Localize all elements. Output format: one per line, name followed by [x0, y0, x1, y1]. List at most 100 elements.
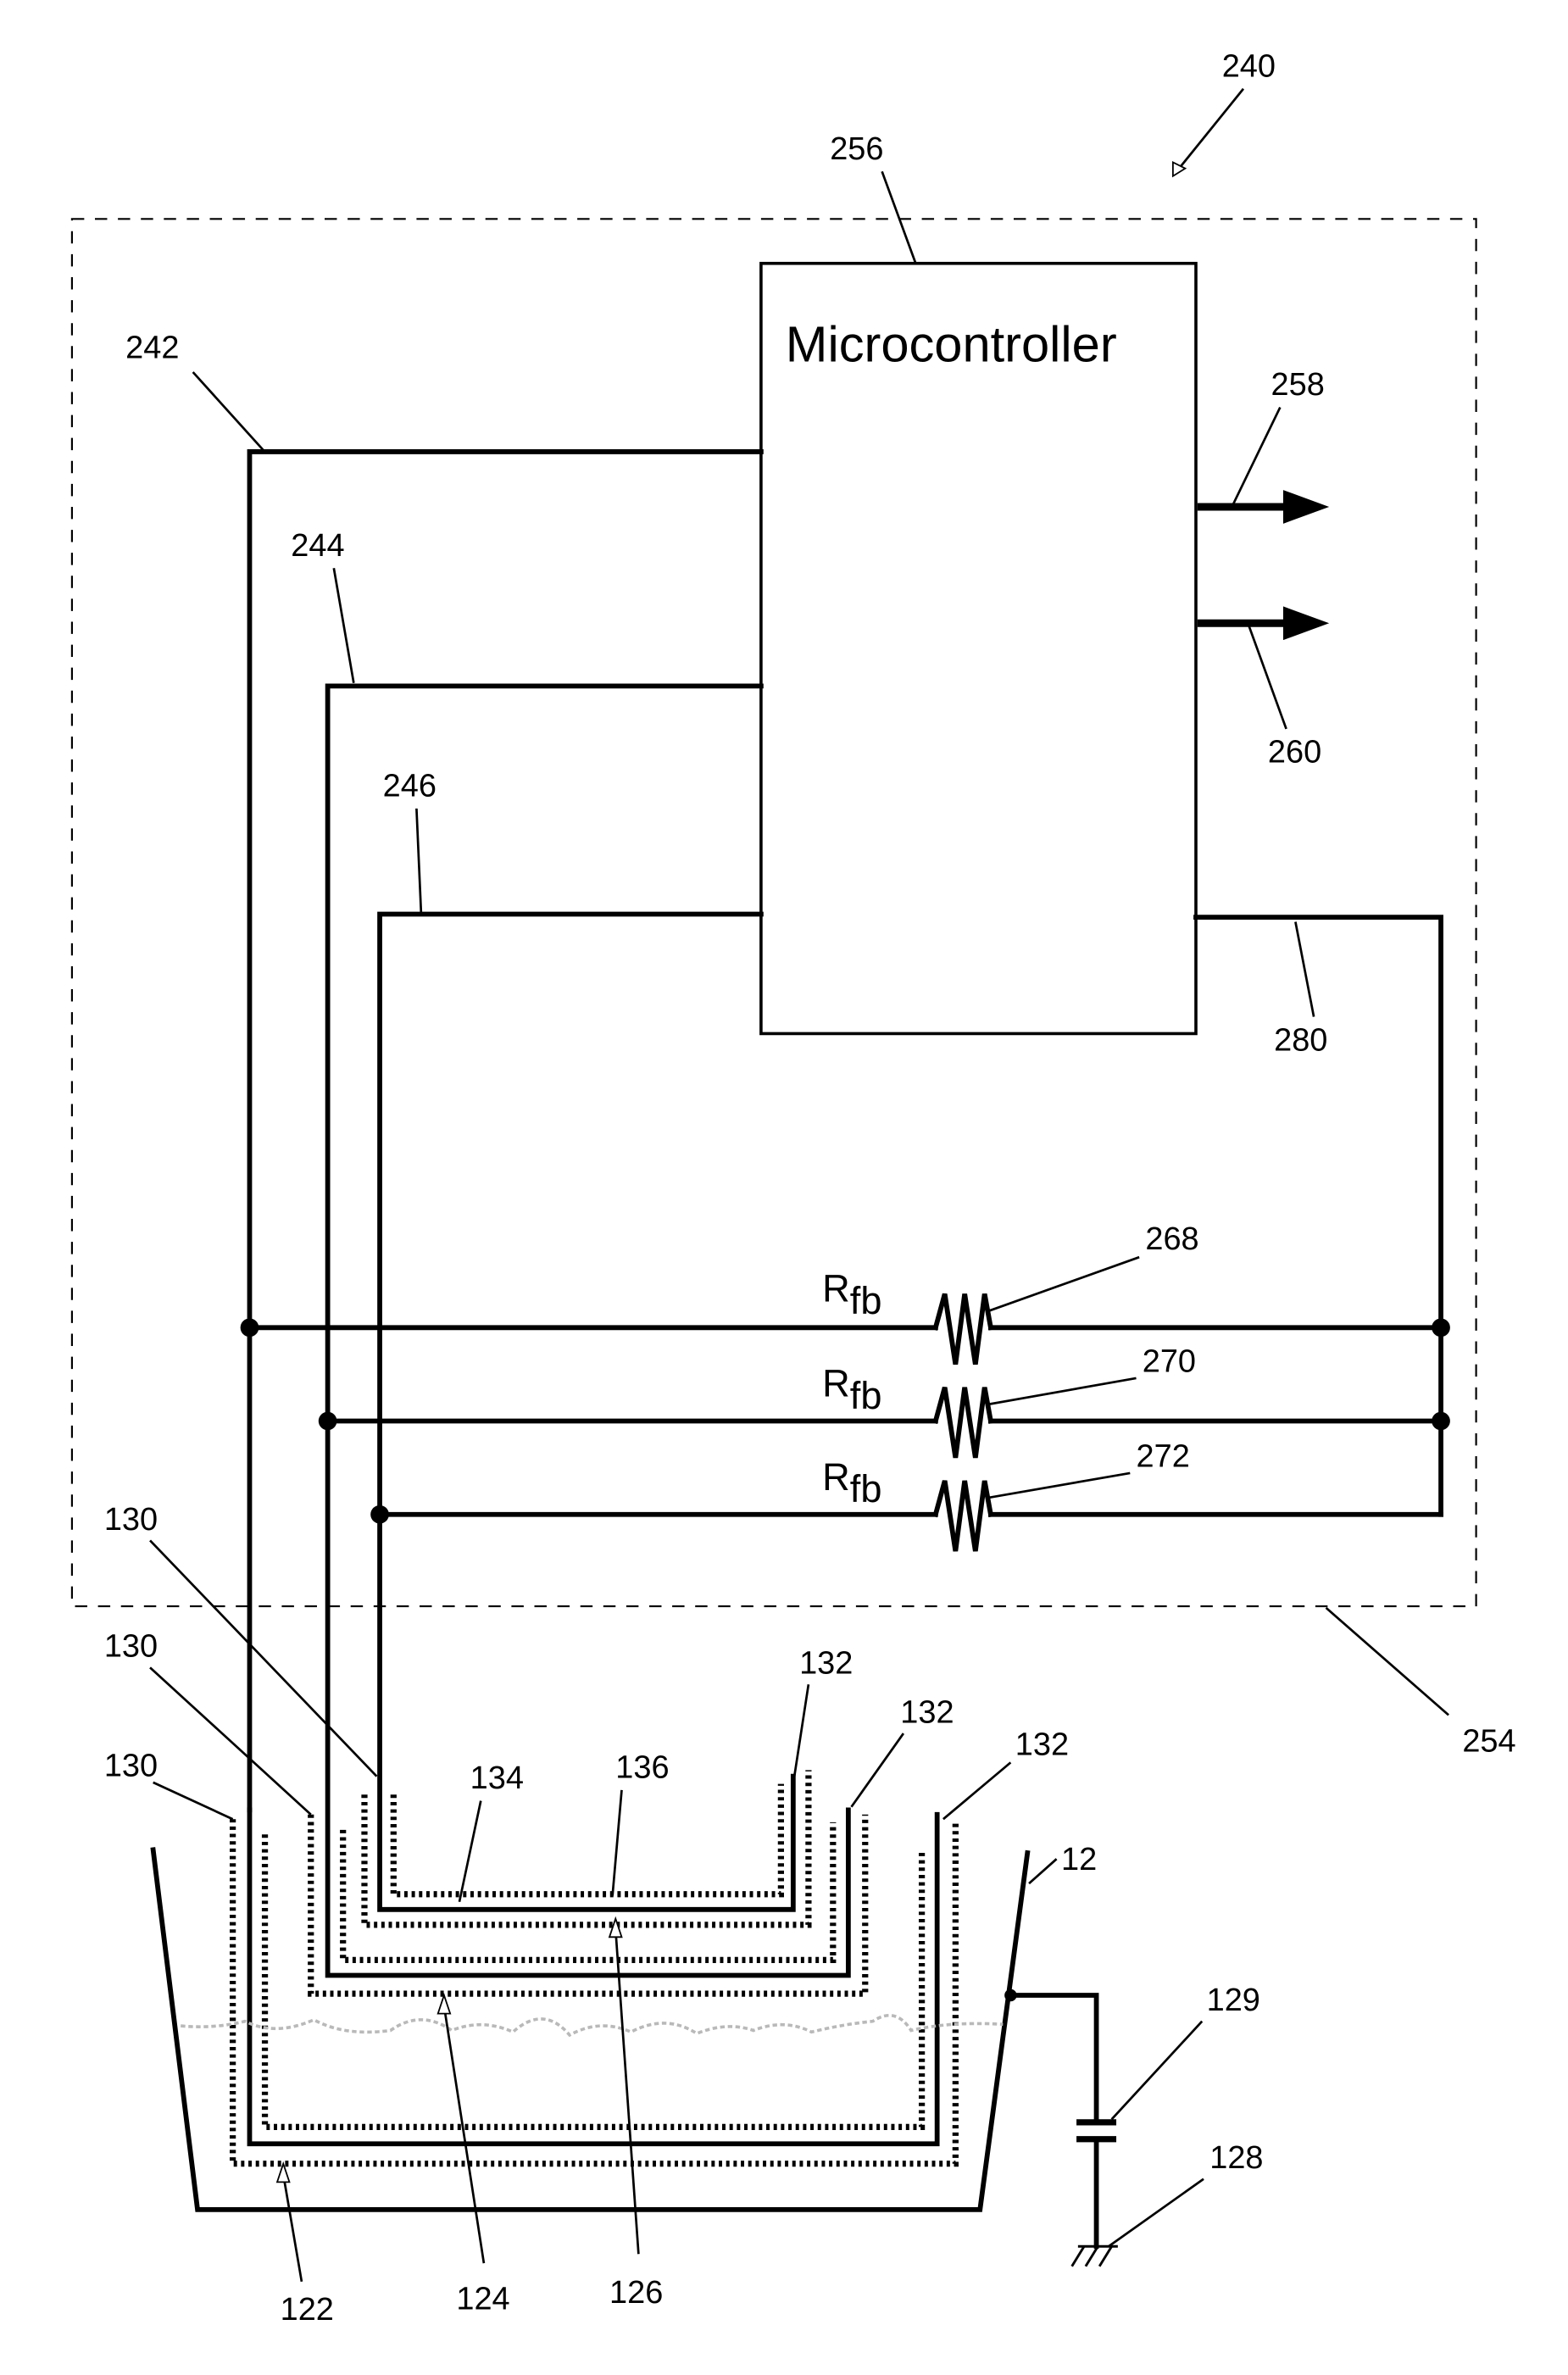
- ref-12-leader: [1028, 1858, 1058, 1885]
- ref-128-leader: [1108, 2178, 1204, 2248]
- ground-hatch: [1070, 2245, 1086, 2267]
- assembly-ref-240: 240: [1171, 48, 1276, 178]
- ref-242-label: 242: [125, 331, 179, 366]
- ref-130-label: 130: [104, 1749, 158, 1784]
- junction-dot: [370, 1505, 389, 1524]
- ref-272-leader: [988, 1471, 1131, 1499]
- ref-126-leader: [614, 1929, 640, 2255]
- ref-280-leader: [1294, 921, 1315, 1017]
- ref-268-leader: [988, 1255, 1140, 1312]
- ref-130-label: 130: [104, 1502, 158, 1538]
- electrode-refs: 122 124 126: [275, 1916, 663, 2328]
- ref-240-arrowhead-icon: [1171, 161, 1187, 178]
- resistor-row-270: Rfb 270: [318, 1344, 1450, 1459]
- ref-132-leader: [792, 1684, 810, 1784]
- electrode-126: [361, 1770, 812, 1928]
- arrow-right-icon: [1282, 606, 1330, 641]
- arrow-right-icon: [1282, 490, 1330, 524]
- ref-270-label: 270: [1143, 1344, 1196, 1380]
- ref-268-label: 268: [1145, 1221, 1198, 1257]
- electrode-126-outer-insulation: [361, 1770, 812, 1928]
- ref-280-label: 280: [1274, 1022, 1327, 1058]
- resistor-row-272: Rfb 272: [370, 1439, 1443, 1552]
- ref-128-label: 128: [1209, 2140, 1263, 2176]
- electrode-122-outer-insulation: [229, 1819, 959, 2167]
- ref-244-leader: [332, 568, 355, 683]
- output-arrow-260: 260: [1197, 606, 1330, 770]
- electrode-124: [308, 1814, 869, 1997]
- wire-280: [1193, 915, 1443, 1517]
- ref-134-label: 134: [470, 1760, 524, 1796]
- container-outline: [150, 1847, 1031, 2212]
- wire-246: [377, 911, 796, 1912]
- circuit-boundary: [70, 218, 1477, 1608]
- ref-240-leader: [1178, 87, 1245, 170]
- resistor-symbol: Rfb: [822, 1267, 881, 1322]
- ref-272-label: 272: [1137, 1439, 1190, 1475]
- ground-hatch: [1084, 2245, 1099, 2267]
- ref-130-label: 130: [104, 1629, 158, 1665]
- ref-258-label: 258: [1271, 367, 1325, 403]
- ref-129-leader: [1110, 2020, 1204, 2121]
- line-244: 244: [291, 528, 851, 1978]
- insulation-refs-130: 130 130 130: [104, 1502, 378, 1821]
- resistor-symbol: Rfb: [822, 1362, 881, 1417]
- ref-256-label: 256: [830, 131, 883, 167]
- ref-130-leader: [153, 1781, 234, 1821]
- ref-126-arrowhead-icon: [608, 1916, 623, 1938]
- junction-dot: [318, 1411, 337, 1431]
- ref-256-leader: [881, 170, 917, 264]
- line-246: 246: [377, 768, 796, 1912]
- boundary-ref-254: 254: [1325, 1606, 1516, 1760]
- ref-132-label: 132: [1015, 1727, 1069, 1762]
- output-arrow-258: 258: [1197, 367, 1330, 524]
- ref-132-label: 132: [799, 1646, 853, 1682]
- liquid-surface: [181, 2013, 1004, 2038]
- ground-icon: [1070, 2244, 1118, 2267]
- ref-260-label: 260: [1268, 735, 1321, 770]
- ref-136-leader: [611, 1789, 623, 1896]
- junction-dot: [1432, 1411, 1450, 1431]
- electrode-124-inner-insulation: [340, 1822, 837, 1964]
- microcontroller-box: [759, 261, 1198, 1036]
- ref-246-label: 246: [383, 768, 436, 804]
- ref-126-label: 126: [609, 2275, 663, 2311]
- ref-240-label: 240: [1222, 48, 1276, 84]
- electrode-122-conductor: [247, 1807, 940, 2147]
- resistor-symbol: Rfb: [822, 1455, 881, 1510]
- line-242: 242: [125, 331, 764, 1813]
- ref-254-label: 254: [1462, 1724, 1515, 1760]
- ref-132-label: 132: [900, 1694, 954, 1730]
- ref-254-leader: [1325, 1606, 1449, 1716]
- ref-12-label: 12: [1061, 1842, 1097, 1877]
- junction-dot: [1432, 1318, 1450, 1338]
- ref-136-label: 136: [615, 1749, 669, 1785]
- ref-130-leader: [149, 1539, 378, 1777]
- electrode-124-outer-insulation: [308, 1814, 869, 1997]
- microcontroller-block: Microcontroller 256: [759, 131, 1198, 1036]
- ref-244-label: 244: [291, 528, 344, 564]
- ref-124-arrowhead-icon: [436, 1993, 452, 2015]
- ref-124-leader: [442, 2005, 486, 2264]
- ref-260-leader: [1247, 622, 1287, 730]
- container-12: 12: [150, 1842, 1097, 2212]
- resistor-zigzag-icon: [932, 1480, 994, 1552]
- capacitor-ground-branch: 129 128: [1004, 1983, 1264, 2267]
- return-line-280: 280: [1193, 915, 1443, 1517]
- ref-132-leader: [850, 1733, 905, 1808]
- ref-122-arrowhead-icon: [275, 2161, 291, 2183]
- wire-242: [247, 449, 764, 1813]
- capacitor-wire-top: [1008, 1993, 1099, 2125]
- ref-124-label: 124: [456, 2281, 509, 2317]
- inner-detail-refs: 134 136: [458, 1749, 670, 1903]
- wire-244: [325, 683, 851, 1978]
- microcontroller-label: Microcontroller: [786, 315, 1117, 372]
- ref-246-leader: [415, 808, 423, 913]
- ref-129-label: 129: [1207, 1983, 1260, 2018]
- ref-132-leader: [942, 1761, 1012, 1821]
- junction-dot: [240, 1318, 259, 1338]
- electrode-122: [229, 1807, 959, 2167]
- ground-hatch: [1098, 2245, 1113, 2267]
- resistor-zigzag-icon: [932, 1386, 994, 1459]
